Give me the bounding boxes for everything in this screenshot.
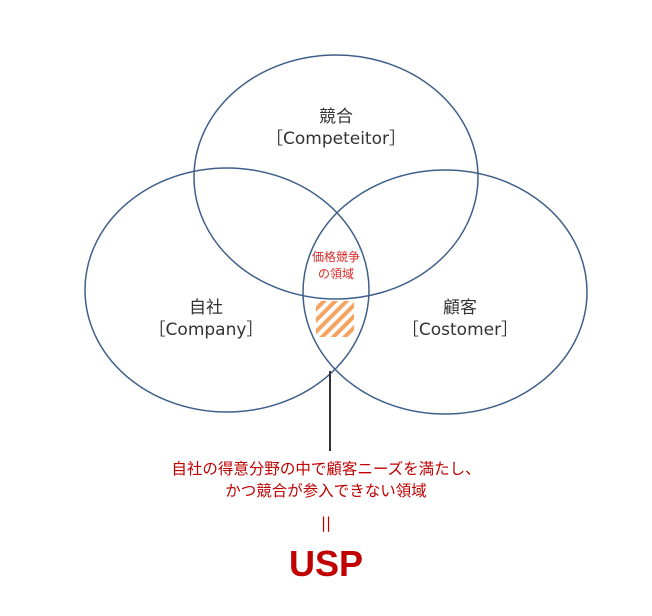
competitor-english: ［Competeitor］ xyxy=(266,129,406,149)
equals-sign: || xyxy=(320,514,332,532)
company-circle xyxy=(84,167,370,413)
price-competition-line1: 価格競争 xyxy=(311,250,360,264)
company-name: 自社 xyxy=(189,298,223,318)
customer-english: ［Costomer］ xyxy=(401,320,519,340)
customer-label: 顧客 ［Costomer］ xyxy=(360,297,560,341)
price-competition-label: 価格競争 の領域 xyxy=(286,249,386,283)
customer-circle xyxy=(302,169,588,415)
company-label: 自社 ［Company］ xyxy=(106,297,306,341)
usp-definition-line1: 自社の得意分野の中で顧客ニーズを満たし、 xyxy=(171,460,481,478)
usp-title: USP xyxy=(288,543,364,584)
usp-definition: 自社の得意分野の中で顧客ニーズを満たし、 かつ競合が参入できない領域 xyxy=(0,458,652,502)
usp-definition-line2: かつ競合が参入できない領域 xyxy=(225,482,427,500)
usp-hatched-area xyxy=(316,301,354,337)
competitor-label: 競合 ［Competeitor］ xyxy=(236,106,436,150)
competitor-circle xyxy=(193,54,479,300)
competitor-name: 競合 xyxy=(319,107,353,127)
company-english: ［Company］ xyxy=(148,320,264,340)
price-competition-line2: の領域 xyxy=(317,267,354,281)
customer-name: 顧客 xyxy=(443,298,477,318)
